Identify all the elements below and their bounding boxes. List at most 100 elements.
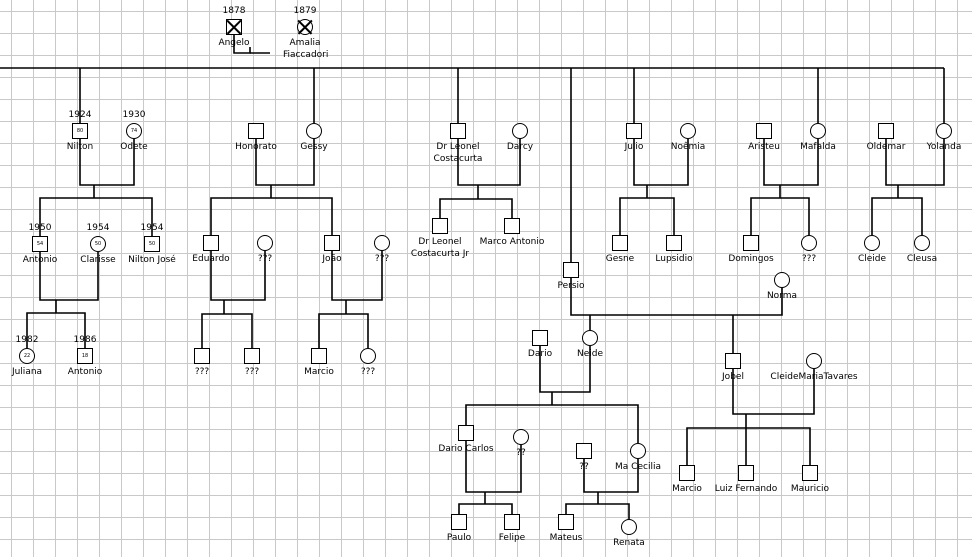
birth-year: 1930 [122, 110, 146, 120]
male-square-icon[interactable] [679, 465, 695, 481]
male-square-icon[interactable] [626, 123, 642, 139]
person-name: Dario [527, 349, 553, 359]
male-square-icon[interactable] [450, 123, 466, 139]
female-circle-icon[interactable] [806, 353, 822, 369]
male-square-icon[interactable] [248, 123, 264, 139]
male-square-icon[interactable] [532, 330, 548, 346]
connector-line [465, 404, 639, 443]
female-circle-icon[interactable] [621, 519, 637, 535]
person-name: Eduardo [192, 254, 230, 264]
connector-line [619, 197, 675, 235]
male-square-icon[interactable] [563, 262, 579, 278]
birth-year: 1950 [28, 223, 52, 233]
connector-line [210, 197, 333, 235]
person-name: Marcio [304, 367, 334, 377]
female-circle-icon[interactable] [582, 330, 598, 346]
male-square-icon[interactable] [432, 218, 448, 234]
birth-year: 1954 [86, 223, 110, 233]
person-name: Oldemar [866, 142, 906, 152]
person-name: Cleide [857, 254, 887, 264]
person-name: Luiz Fernando [714, 484, 778, 494]
person-name: Odete [120, 142, 148, 152]
person-name: Honorato [235, 142, 277, 152]
male-square-icon[interactable] [878, 123, 894, 139]
male-square-icon[interactable]: 80 [72, 123, 88, 139]
male-square-icon[interactable] [194, 348, 210, 364]
male-square-icon[interactable] [738, 465, 754, 481]
female-circle-icon[interactable] [513, 429, 529, 445]
female-circle-icon[interactable] [630, 443, 646, 459]
person-name: Dr Leonel Costacurta [433, 142, 483, 164]
person-name: Nilton [66, 142, 94, 152]
male-square-icon[interactable] [504, 218, 520, 234]
female-circle-icon[interactable] [374, 235, 390, 251]
male-square-icon[interactable] [802, 465, 818, 481]
male-square-icon[interactable] [666, 235, 682, 251]
female-circle-icon[interactable] [801, 235, 817, 251]
female-circle-icon[interactable] [774, 272, 790, 288]
male-square-icon[interactable] [725, 353, 741, 369]
connector-line [565, 503, 630, 519]
person-name: Julio [624, 142, 644, 152]
connector-line [458, 503, 513, 514]
person-name: ?? [516, 448, 526, 458]
male-square-icon[interactable] [612, 235, 628, 251]
male-square-icon[interactable]: 54 [32, 236, 48, 252]
person-name: Mauricio [790, 484, 830, 494]
person-name: João [322, 254, 342, 264]
person-name: Aristeu [748, 142, 780, 152]
person-name: Amalia Fiaccadori [283, 38, 329, 60]
male-square-icon[interactable] [311, 348, 327, 364]
male-square-icon[interactable] [756, 123, 772, 139]
connector-line [210, 251, 266, 301]
male-square-icon[interactable] [576, 443, 592, 459]
male-square-icon[interactable] [504, 514, 520, 530]
person-name: Paulo [446, 533, 472, 543]
female-circle-icon[interactable] [914, 235, 930, 251]
person-name: Noêmia [670, 142, 706, 152]
person-name: Mafalda [800, 142, 836, 152]
birth-year: 1982 [15, 335, 39, 345]
female-circle-icon[interactable]: 74 [126, 123, 142, 139]
male-square-icon[interactable]: 50 [144, 236, 160, 252]
person-name: ?? [579, 462, 589, 472]
male-square-icon[interactable] [203, 235, 219, 251]
person-name: Mateus [549, 533, 583, 543]
connector-line [255, 139, 315, 186]
person-name: Marcio [672, 484, 702, 494]
female-circle-icon[interactable]: 50 [90, 236, 106, 252]
male-square-icon[interactable] [458, 425, 474, 441]
female-circle-icon[interactable] [297, 19, 313, 35]
person-name: ??? [360, 367, 376, 377]
male-square-icon[interactable] [451, 514, 467, 530]
person-name: ??? [194, 367, 210, 377]
connector-line [763, 139, 819, 186]
connector-line [750, 197, 810, 235]
female-circle-icon[interactable]: 22 [19, 348, 35, 364]
female-circle-icon[interactable] [680, 123, 696, 139]
male-square-icon[interactable] [324, 235, 340, 251]
person-name: Domingos [728, 254, 774, 264]
connector-line [583, 459, 639, 493]
female-circle-icon[interactable] [936, 123, 952, 139]
female-circle-icon[interactable] [360, 348, 376, 364]
female-circle-icon[interactable] [810, 123, 826, 139]
male-square-icon[interactable]: 18 [77, 348, 93, 364]
male-square-icon[interactable] [226, 19, 242, 35]
person-name: Gesne [605, 254, 635, 264]
connector-line [439, 198, 513, 218]
female-circle-icon[interactable] [306, 123, 322, 139]
male-square-icon[interactable] [558, 514, 574, 530]
person-name: Cleusa [906, 254, 938, 264]
male-square-icon[interactable] [244, 348, 260, 364]
person-name: Angelo [218, 38, 250, 48]
connector-line [539, 346, 591, 393]
connector-line [318, 313, 369, 348]
female-circle-icon[interactable] [512, 123, 528, 139]
female-circle-icon[interactable] [257, 235, 273, 251]
connector-line [686, 427, 811, 465]
male-square-icon[interactable] [743, 235, 759, 251]
person-name: Neide [576, 349, 604, 359]
person-name: Juliana [11, 367, 43, 377]
female-circle-icon[interactable] [864, 235, 880, 251]
